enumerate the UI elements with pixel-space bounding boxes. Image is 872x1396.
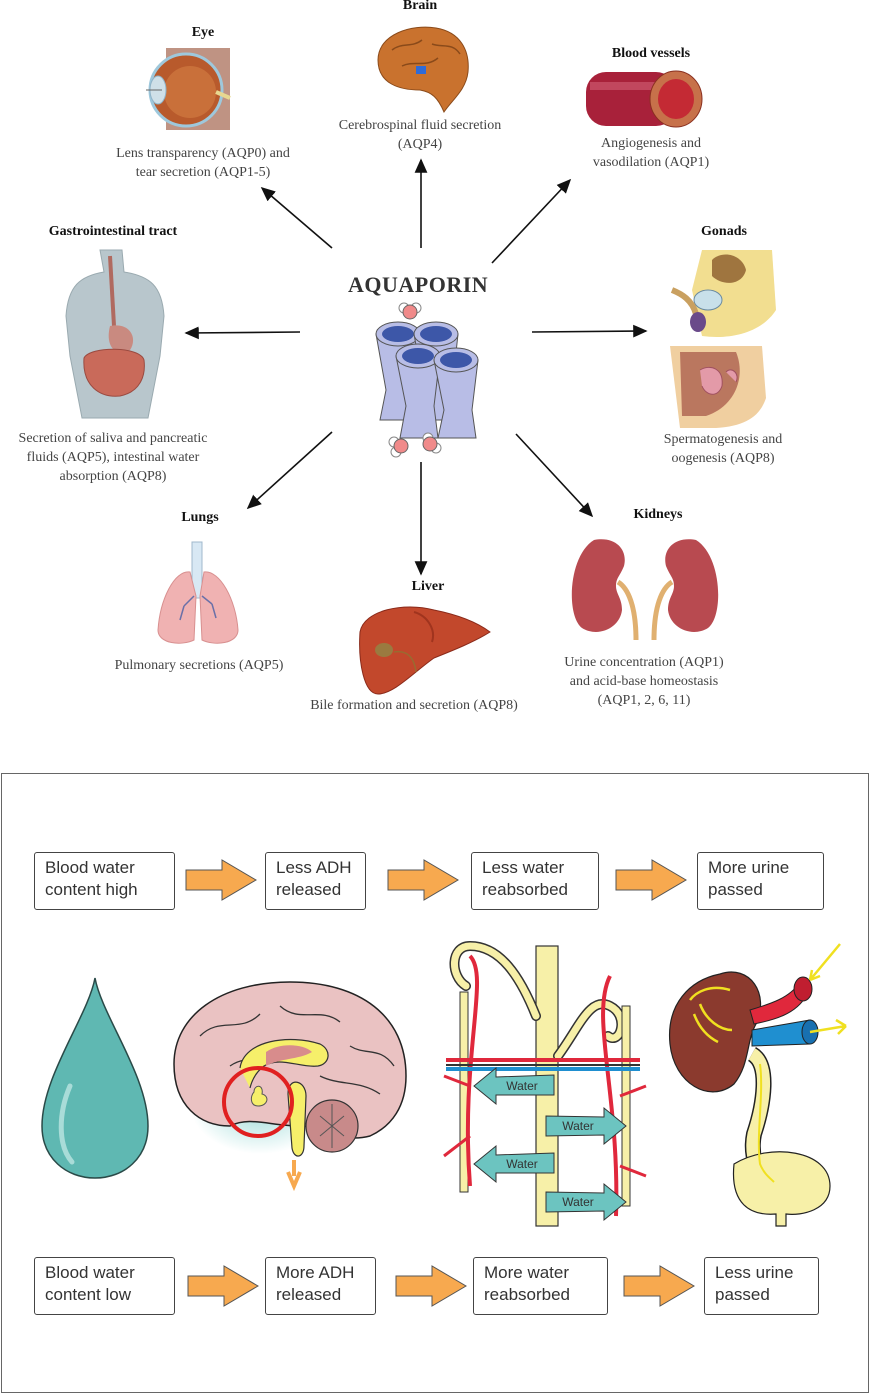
water-molecule-icon [422,432,442,454]
arrow-to-gi-tract [184,326,301,340]
flow-step-more-adh: More ADH released [265,1257,376,1315]
organ-desc-gonads: Spermatogenesis and oogenesis (AQP8) [663,432,783,466]
arrow-to-kidneys [515,433,594,518]
arrow-to-lungs [246,431,333,510]
flow-step-less-water-reabsorbed: Less water reabsorbed [471,852,599,910]
water-arrow: Water [473,1066,555,1106]
brain-hypothalamus-icon [173,981,407,1192]
organ-title-gonads: Gonads [701,224,747,239]
flow-step-blood-water-low: Blood water content low [34,1257,175,1315]
water-molecule-icon [398,302,422,320]
flow-step-more-water-reabsorbed: More water reabsorbed [473,1257,608,1315]
radial-arrows [184,158,648,576]
organ-desc-lungs: Pulmonary secretions (AQP5) [114,658,284,673]
water-arrow-icon [473,1144,555,1184]
organ-desc-brain: Cerebrospinal fluid secretion (AQP4) [338,118,502,152]
water-arrow: Water [473,1144,555,1184]
arrow-to-gonads [531,324,648,338]
organ-desc-gi-tract: Secretion of saliva and pancreatic fluid… [18,431,208,484]
water-arrow-icon [473,1066,555,1106]
gi-tract-icon [65,249,165,419]
water-drop-icon [41,977,149,1179]
male-gonads-icon [670,250,776,337]
water-arrow-icon [545,1182,627,1222]
kidney-bladder-icon [668,943,847,1227]
organ-desc-eye: Lens transparency (AQP0) and tear secret… [116,146,290,180]
lungs-icon [157,541,239,644]
female-gonads-icon [670,346,766,428]
water-molecule-icon [388,436,409,458]
kidneys-icon [571,539,719,641]
organ-title-lungs: Lungs [181,510,219,525]
water-label: Water [506,1157,538,1171]
flow-arrow-icon [185,859,257,901]
flow-step-more-urine: More urine passed [697,852,824,910]
flow-step-less-urine: Less urine passed [704,1257,819,1315]
center-title: AQUAPORIN [348,272,489,297]
adh-regulation-panel [1,773,869,1393]
flow-arrow-icon [187,1265,259,1307]
organ-desc-blood-vessels: Angiogenesis and vasodilation (AQP1) [592,136,710,170]
flow-arrow-icon [387,859,459,901]
flow-step-blood-water-high: Blood water content high [34,852,175,910]
organ-desc-kidneys: Urine concentration (AQP1) and acid-base… [564,655,724,708]
water-label: Water [506,1079,538,1093]
flow-arrow-icon [623,1265,695,1307]
flow-arrow-icon [395,1265,467,1307]
eye-icon [146,48,231,130]
water-arrow-icon [545,1106,627,1146]
organ-title-eye: Eye [191,25,215,40]
water-arrow: Water [545,1182,627,1222]
blood-vessel-icon [586,70,703,128]
water-label: Water [562,1119,594,1133]
water-label: Water [562,1195,594,1209]
liver-icon [359,606,491,695]
arrow-to-blood-vessels [491,178,572,264]
organ-title-brain: Brain [402,0,438,13]
aquaporin-protein-icon [375,302,479,458]
organ-title-kidneys: Kidneys [633,507,683,522]
flow-arrow-icon [615,859,687,901]
flow-step-less-adh: Less ADH released [265,852,366,910]
organ-title-blood-vessels: Blood vessels [611,46,691,61]
hypothalamus-highlight-circle [222,1066,294,1138]
organ-title-liver: Liver [411,579,445,594]
arrow-to-eye [260,186,333,249]
organ-title-gi-tract: Gastrointestinal tract [48,224,178,239]
organ-desc-liver: Bile formation and secretion (AQP8) [310,698,518,713]
water-arrow: Water [545,1106,627,1146]
brain-icon [377,26,469,114]
